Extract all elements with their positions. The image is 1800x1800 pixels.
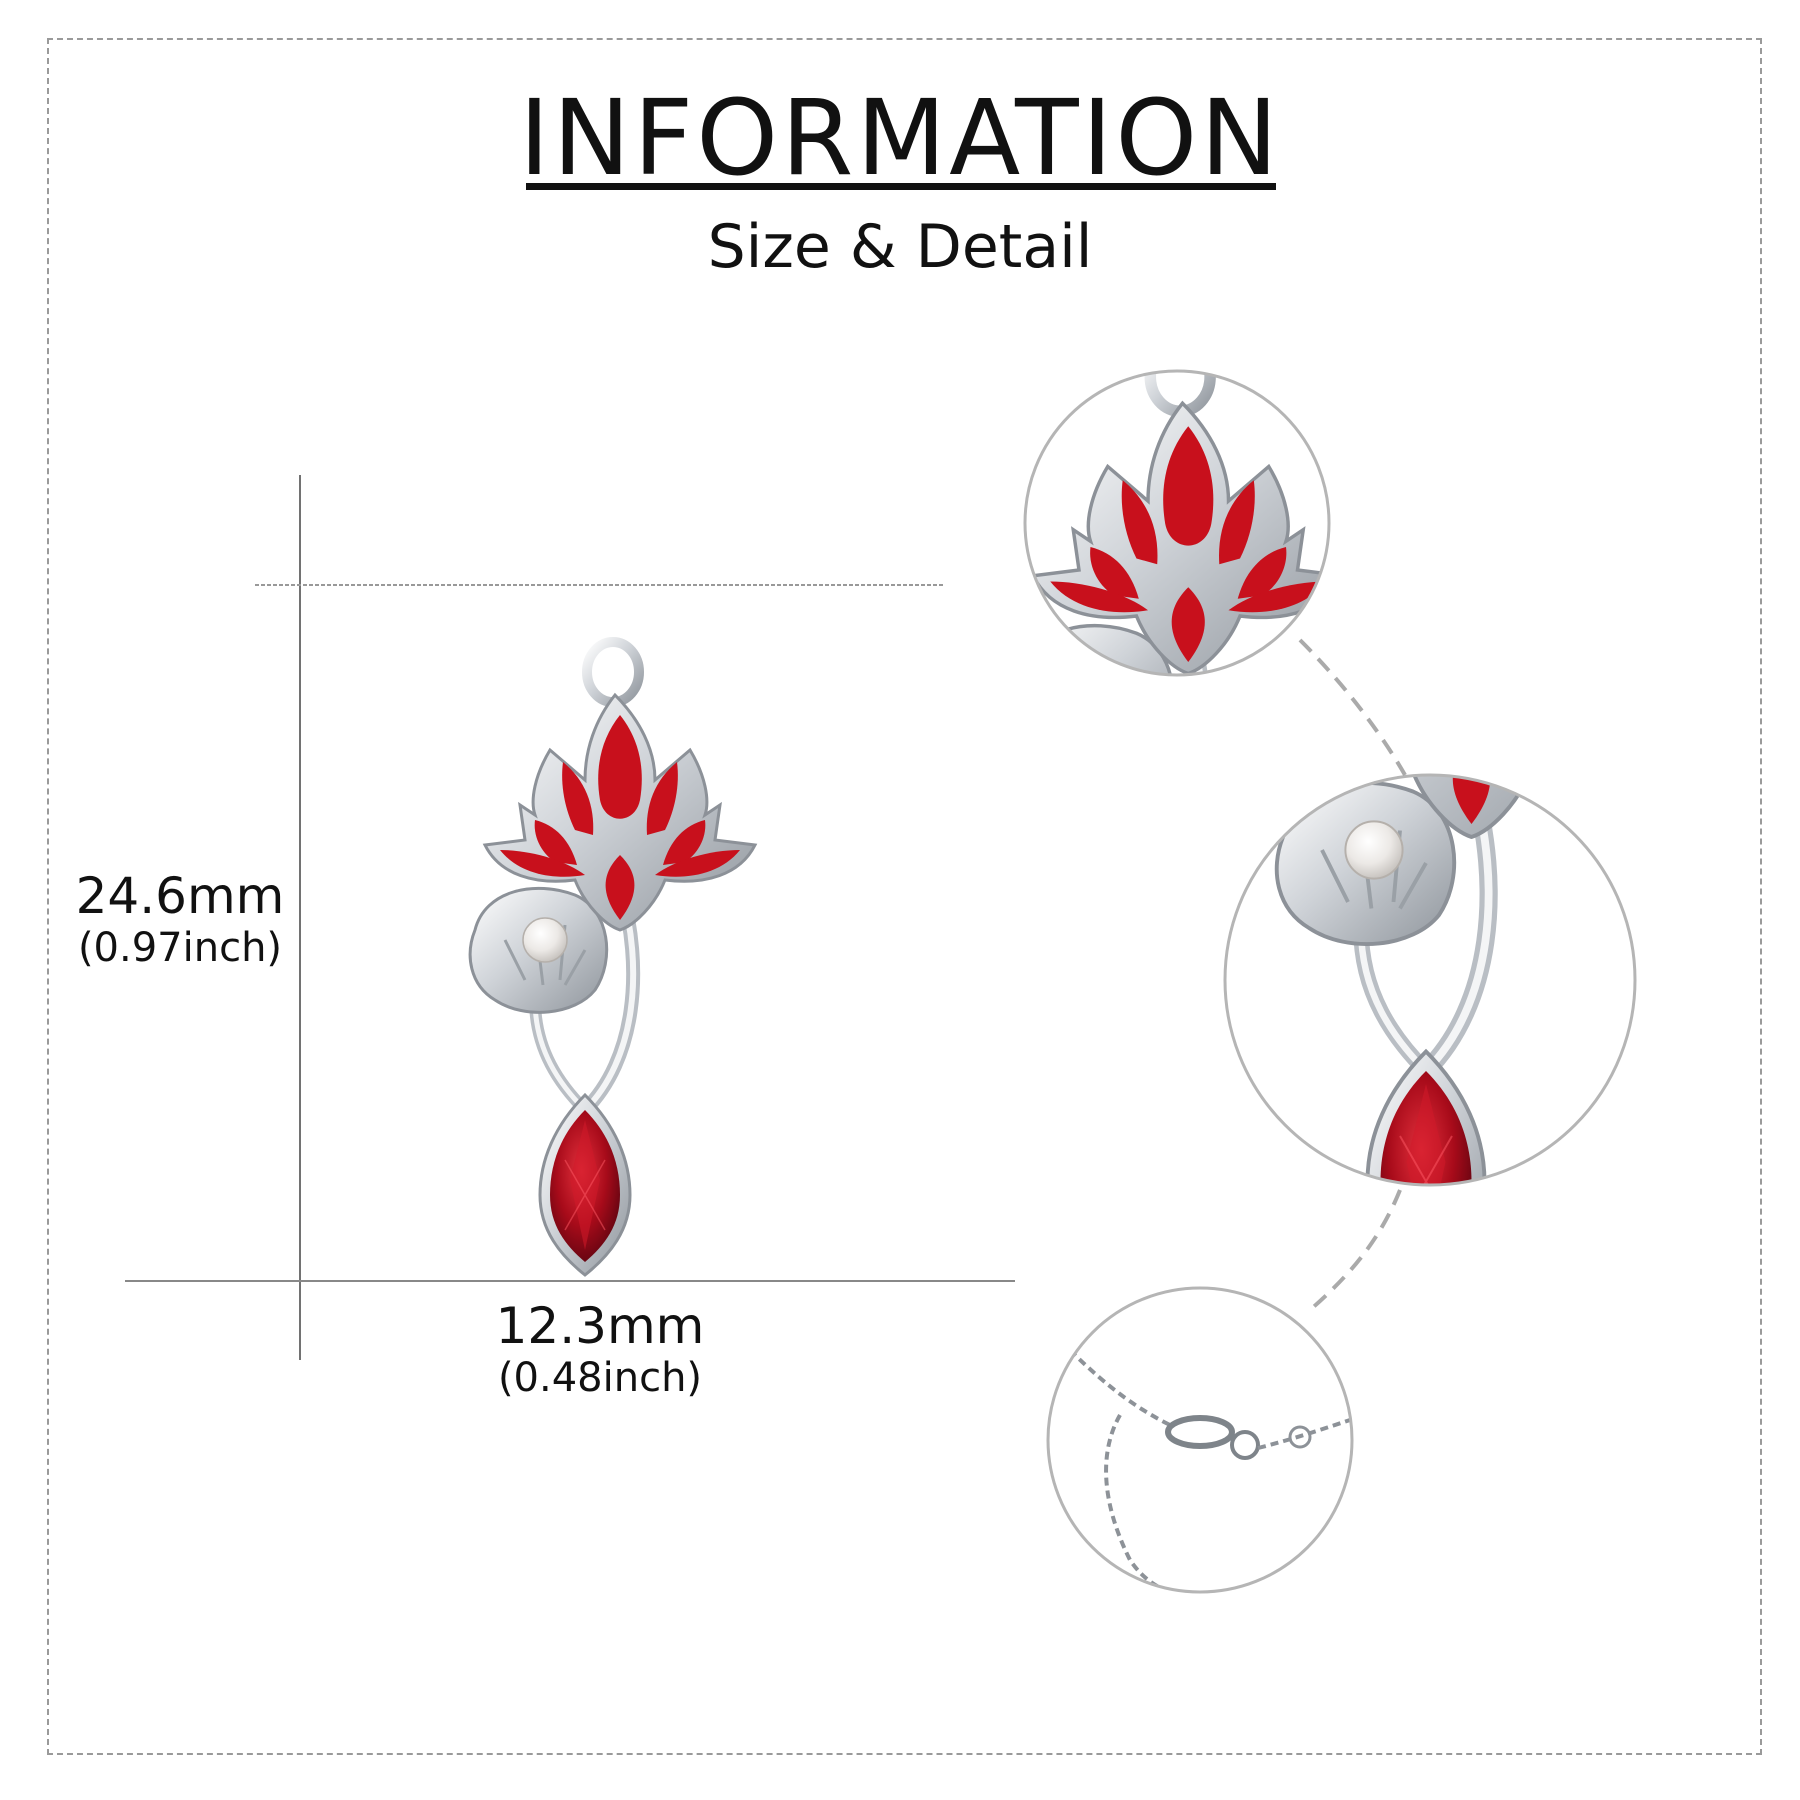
- height-mm: 24.6mm: [75, 867, 285, 925]
- dashed-frame: [47, 38, 1762, 1755]
- width-mm: 12.3mm: [495, 1297, 705, 1355]
- pearl-and-stone-closeup: [1225, 775, 1635, 1185]
- page-title: INFORMATION: [518, 77, 1282, 199]
- height-inch: (0.97inch): [77, 925, 283, 971]
- width-measurement: 12.3mm (0.48inch): [470, 1298, 730, 1402]
- page-subtitle: Size & Detail: [707, 212, 1093, 282]
- width-inch: (0.48inch): [497, 1355, 703, 1401]
- height-measurement: 24.6mm (0.97inch): [60, 868, 300, 972]
- chain-clasp-closeup: [1048, 1288, 1352, 1592]
- lotus-flower-closeup: [1025, 371, 1329, 675]
- title-underline: [526, 183, 1276, 190]
- lotus-pendant-main: [470, 642, 755, 1275]
- connector-1: [1298, 638, 1407, 776]
- connector-2: [1308, 1189, 1402, 1312]
